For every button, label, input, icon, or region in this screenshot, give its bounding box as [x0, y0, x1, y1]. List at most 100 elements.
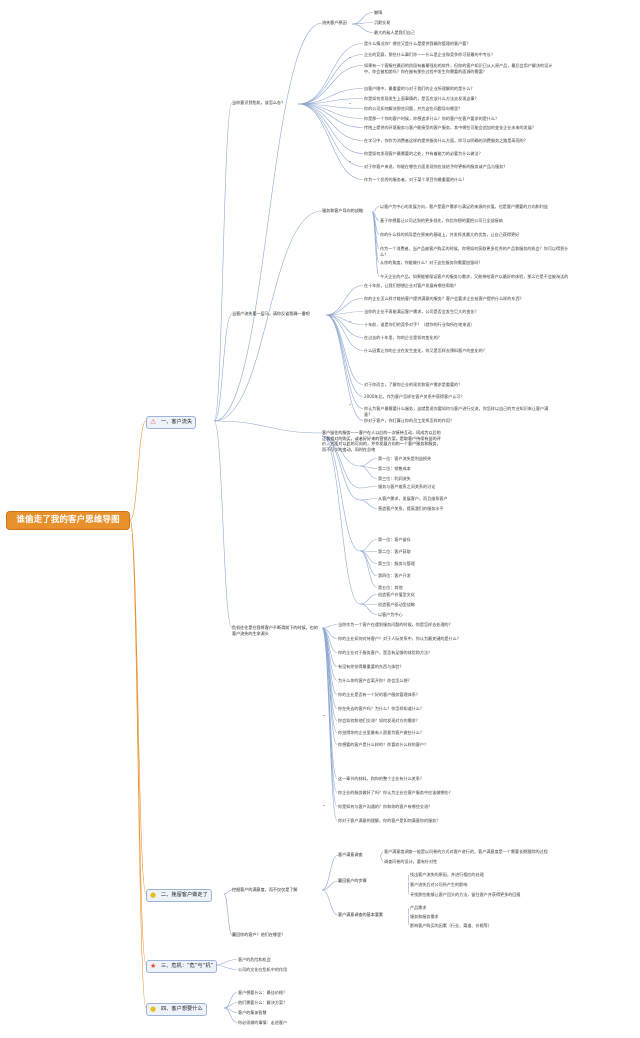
leaf-node[interactable]: 创造客户价值型文化	[378, 592, 415, 597]
leaf-node[interactable]: 传统上提供的环境服务与客户能接受的客户服务，其中哪些可能会追加的变化企业未来的发…	[364, 125, 536, 130]
leaf-node[interactable]: 第二位：销售成本	[378, 466, 411, 471]
leaf-node[interactable]: 服务与客户维系之间关系的讨论	[378, 484, 436, 489]
leaf-node[interactable]: 最大的敌人是我们自己	[374, 30, 415, 35]
subtopic-win-back-steps[interactable]: 赢回客户的步骤	[338, 878, 367, 883]
leaf-node[interactable]: 你企业的服务做好了吗？你认为企业在客户服务中应该做哪些？	[338, 790, 453, 795]
category-crisis[interactable]: ★三、危机：“危”与“机”	[146, 960, 218, 973]
leaf-node[interactable]: 你是那一个你的客户时候，你想追求什么？你的客户在客户要求的是什么？	[364, 116, 500, 121]
leaf-node[interactable]: 营造客户关系，提高我们的服务水平	[378, 506, 444, 511]
leaf-node[interactable]: 你是如何发现发生上面事情的，是否应该什么方法去发现这事？	[364, 96, 479, 101]
leaf-node[interactable]: 以客户为中心	[378, 612, 403, 617]
leaf-node[interactable]: 当你作为一个客户在遇到服务问题的时候，你是怎样去处理的？	[338, 622, 453, 627]
leaf-node[interactable]: 基于你想要让公司达到的更多领先，你比你想的要把公司已全部接纳	[380, 218, 503, 223]
leaf-node[interactable]: 你必须做的事情：走进客户	[238, 1020, 288, 1025]
leaf-node[interactable]: 你想要的客户是什么样的？你喜欢什么样的客户？	[338, 742, 429, 747]
leaf-node[interactable]: 以客户为中心的发展方向，客户是客户需求与满足的来源的价值，也是客户需要的方向和利…	[380, 204, 548, 209]
leaf-node[interactable]: 找出客户流失的原因，并进行相应的处理	[410, 872, 484, 877]
leaf-node[interactable]: 产品需求	[410, 905, 427, 910]
leaf-node[interactable]: 有没有你觉得最重要的东西与体验？	[338, 664, 404, 669]
leaf-node[interactable]: 你的企业对于服务客户，是否有足够的体验和方法？	[338, 650, 433, 655]
connector	[321, 624, 338, 629]
leaf-node[interactable]: 你的公司如何解决那些问题，并为这些问题导向哪里？	[364, 106, 463, 111]
leaf-node[interactable]: 你的企业怎么样才能给客户提供满意的服务？客户会要求企业给客户提供什么样的东西？	[364, 296, 524, 301]
leaf-node[interactable]: 第一位：客户流失是利益损失	[378, 456, 432, 461]
leaf-node[interactable]: 服务和服务需求	[410, 914, 439, 919]
subtopic-customer-retention[interactable]: 客户留住的服务——客户在人以后的一次接待互动，同成为以后的让我相对的购买，或者好…	[322, 430, 441, 452]
leaf-node[interactable]: 客户满意度调查一般是以问卷的方式对客户进行的，客户满意度是一个需要长期跟踪的过程	[384, 849, 548, 854]
connector	[325, 314, 364, 385]
leaf-node[interactable]: 第一位：客户留存	[378, 537, 411, 542]
leaf-node[interactable]: 从你的角度，你能做什么？对于这些服务你需要加强吗？	[380, 260, 483, 265]
leaf-node[interactable]: 第三位：服务与管理	[378, 561, 415, 566]
leaf-node[interactable]: 调查问卷的设计，要有针对性	[384, 859, 438, 864]
leaf-node[interactable]: 自客户眼中，最重要的与对于我们的企业所理解的的是什么？	[364, 86, 475, 91]
connector	[359, 458, 378, 467]
leaf-node[interactable]: 你对于客户满意的理解，你的客户是如何满意你的服务？	[338, 818, 441, 823]
leaf-node[interactable]: 创造客户驱动型战略	[378, 602, 415, 607]
leaf-node[interactable]: 作为一个消费者，当产品被客户购买的时候，你将如何获取更多优秀的产品和服务的机会？…	[380, 246, 569, 257]
leaf-node[interactable]: 客户的危险和机会	[238, 957, 271, 962]
subtopic-reflect[interactable]: 当客户流失要一层马，请你反省我确一番吧	[232, 311, 310, 316]
leaf-node[interactable]: 今天企业的产品，如果能够保证客户的服务与需求，又能带给客户以最好的体验，那么它是…	[380, 274, 569, 279]
subtopic-survey-elements[interactable]: 客户满意调查的基本要素	[338, 912, 384, 917]
leaf-node[interactable]: 第二位：客户获取	[378, 549, 411, 554]
leaf-node[interactable]: 你对于客户，你打算让你的员工发挥怎样的作用？	[364, 418, 455, 423]
branch-marker: •	[322, 714, 326, 718]
subtopic-survey[interactable]: 客户满意调查	[338, 852, 363, 857]
leaf-node[interactable]: 你是如何与客户沟通的？你和你的客户有哪些交流？	[338, 804, 433, 809]
leaf-node[interactable]: 第三位：利润流失	[378, 476, 411, 481]
leaf-node[interactable]: 十年前，谁是你们的竞争对手？（就你的行业和所在地来说）	[364, 322, 475, 327]
connector	[359, 550, 378, 588]
category-what-customers-want[interactable]: ●四、客户想要什么	[146, 1003, 207, 1016]
leaf-node[interactable]: 寻找那些能够让客户回头的方法，留住客户并获得更多的回报	[410, 892, 521, 897]
leaf-node[interactable]: 客户流失后对公司所产生的影响	[410, 882, 468, 887]
leaf-node[interactable]: 你是如何发现客户最需要的之处，并有着能力的必要为什么做法？	[364, 151, 483, 156]
leaf-node[interactable]: 第四位：客户开发	[378, 573, 411, 578]
leaf-node[interactable]: 你的企业是否有一个好的客户服务管理体系？	[338, 692, 420, 697]
leaf-node[interactable]: 第五位：其他	[378, 585, 403, 590]
leaf-node[interactable]: 影响客户购买的因素（行业、渠道、价格等）	[410, 923, 492, 928]
leaf-node[interactable]: 懒惰	[374, 10, 383, 15]
category-customer-loss[interactable]: ⚠一、客户流失	[146, 416, 197, 429]
leaf-node[interactable]: 2000年后，作为客户怎样在客户关系中获得客户认可？	[364, 394, 465, 399]
subtopic-realize-crisis[interactable]: 当你意识到危机，该怎么办？	[232, 100, 286, 105]
leaf-node[interactable]: 你觉得你的企业里最有人愿意为客户做些什么？	[338, 730, 424, 735]
leaf-node[interactable]: 你在失去的客户吗？为什么？你怎样知道什么？	[338, 706, 424, 711]
leaf-node[interactable]: 作为一个优秀的服务者，对于某个项目你最重要的什么？	[364, 177, 467, 182]
leaf-node[interactable]: 你的什么样的领导是在原来的基础上，并发挥其最大的优势，让自己获得更好	[380, 232, 520, 237]
leaf-node[interactable]: 当你的企业不再能满足客户需求，公司是否会发生巨大的变化？	[364, 309, 479, 314]
leaf-node[interactable]: 对于你而言，了解你企业的现状和客户需求是重要的？	[364, 382, 463, 387]
subtopic-service-strategy[interactable]: 服务和客户导向的战略	[322, 208, 363, 213]
leaf-node[interactable]: 他们需要什么：解决方案？	[238, 1000, 288, 1005]
subtopic-win-back[interactable]: 赢回你的客户？他们在哪里？	[232, 932, 286, 937]
leaf-node[interactable]: 企业的竞赛，那些什么事们你——什么是企业和竞争你可获最的中专长？	[364, 52, 495, 57]
category-label: 三、危机：“危”与“机”	[161, 963, 214, 969]
leaf-node[interactable]: 你的企业如何对待客户？对于人际关系中，你认为最关键的是什么？	[338, 636, 461, 641]
leaf-node[interactable]: 客户的集体智慧	[238, 1010, 267, 1015]
leaf-node[interactable]: 对于你客户来说，你能在哪些方面发现你应该给予你更新的服务或产品与服务？	[364, 164, 508, 169]
leaf-node[interactable]: 你认为客户最需要什么服务，这就是说你要如何与客户进行交流，你怎样以自己的专业知识…	[364, 406, 549, 417]
leaf-node[interactable]: 客户想要什么：最佳价格？	[238, 990, 288, 995]
connector	[223, 1007, 238, 1023]
connector	[223, 992, 238, 1009]
subtopic-satisfaction[interactable]: 挖掘客户的满意度，而不仅仅是了解	[232, 887, 298, 892]
branch-marker: •	[348, 102, 352, 106]
leaf-node[interactable]: 从客户需求，发展客户，而且维系客户	[378, 496, 448, 501]
leaf-node[interactable]: 这一章节的材料，和你的整个企业有什么关系？	[338, 776, 424, 781]
category-win-back[interactable]: ●二、挽留客户做走了	[146, 889, 212, 902]
category-label: 一、客户流失	[161, 419, 193, 425]
leaf-node[interactable]: 为什么你的客户会离开你？你会怎么想？	[338, 678, 412, 683]
leaf-node[interactable]: 在学习中，你作为消费者这样的提供服务什么方面，你可以明确的消费服务之路是高而的？	[364, 138, 528, 143]
leaf-node[interactable]: 什么因素让你的企业在发生变化，你又是怎样去预料客户的变化的？	[364, 348, 487, 353]
leaf-node[interactable]: 如果有一个客服在最初的阶段有着最强化的软件，但你的客户知识已从入原产品，最后会用…	[364, 63, 553, 74]
connector	[129, 519, 147, 966]
leaf-node[interactable]: 你会如何和他们交流？如何发现对方的需求？	[338, 718, 420, 723]
leaf-node[interactable]: 沉默交易	[374, 20, 391, 25]
leaf-node[interactable]: 是什么情况你？哪些又是什么是提供我确你管理的客户要？	[364, 41, 471, 46]
root-node[interactable]: 谁偷走了我的客户思维导图	[6, 511, 130, 530]
leaf-node[interactable]: 公司的文化在危机中的作用	[238, 967, 288, 972]
leaf-node[interactable]: 在过去的十年里，你的企业是如何变化的？	[364, 335, 442, 340]
subtopic-loss-reasons[interactable]: 流失客户原因	[322, 20, 347, 25]
leaf-node[interactable]: 在十年前，让我们想想企业对客户发展有哪些帮助？	[364, 283, 459, 288]
subtopic-crisis-source[interactable]: 危机往往是在我将客户不断滑前下的时候，也的客户流失的生命源头	[232, 625, 318, 636]
